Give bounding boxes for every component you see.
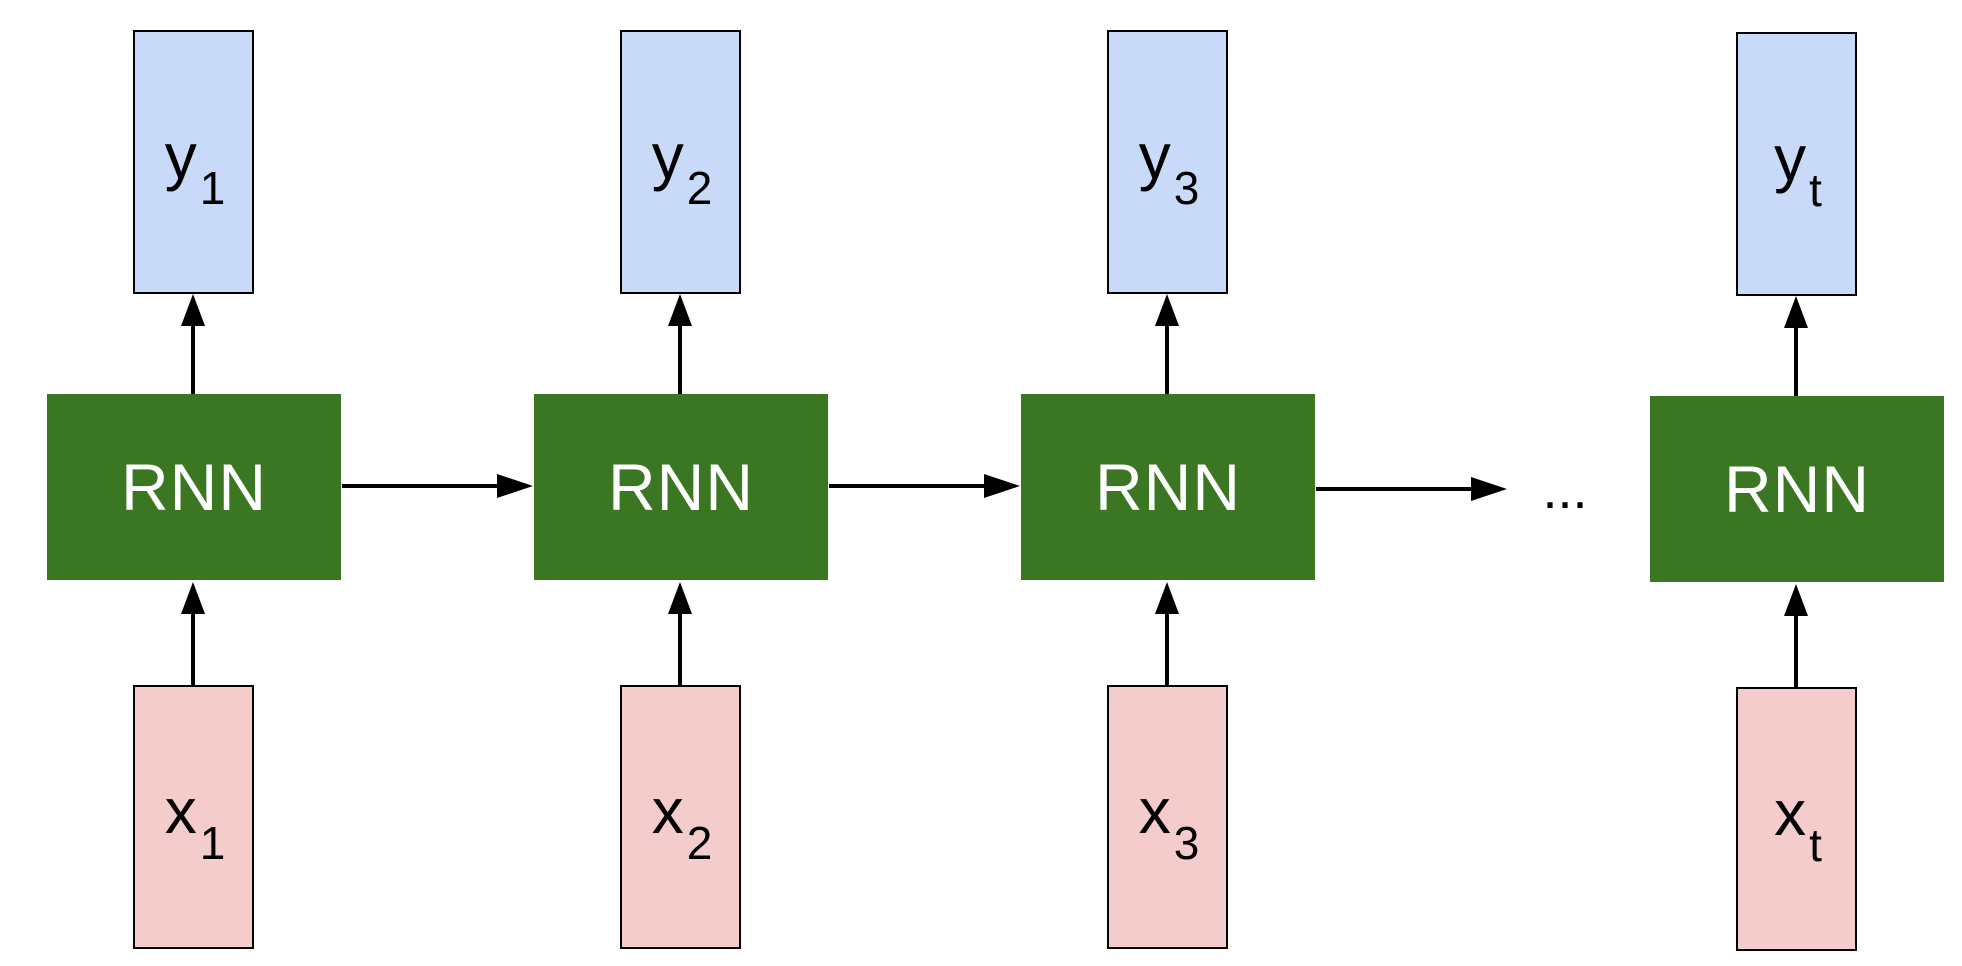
input-subscript: 3 bbox=[1173, 817, 1200, 869]
rnn-label: RNN bbox=[121, 450, 267, 524]
output-subscript: t bbox=[1809, 164, 1822, 216]
arrow-rnn1-to-rnn2 bbox=[342, 474, 533, 498]
input-subscript: 1 bbox=[199, 817, 226, 869]
rnn-label: RNN bbox=[1724, 452, 1870, 526]
input-box-x1: x1 bbox=[133, 685, 254, 949]
input-var: x bbox=[1138, 775, 1171, 847]
input-var: x bbox=[1774, 777, 1807, 849]
input-subscript: t bbox=[1809, 819, 1822, 871]
ellipsis: ... bbox=[1542, 460, 1588, 520]
input-label-x3: x3 bbox=[1139, 779, 1200, 866]
arrow-rnnt-to-yt bbox=[1784, 296, 1808, 396]
rnn-label: RNN bbox=[1095, 450, 1241, 524]
output-subscript: 2 bbox=[686, 162, 713, 214]
output-var: y bbox=[651, 120, 684, 192]
arrow-rnn3-to-ellipsis bbox=[1316, 477, 1507, 501]
input-box-xt: xt bbox=[1736, 687, 1857, 951]
input-label-x2: x2 bbox=[652, 779, 713, 866]
output-var: y bbox=[1774, 122, 1807, 194]
output-label-y3: y3 bbox=[1139, 124, 1200, 211]
arrow-rnn3-to-y3 bbox=[1155, 294, 1179, 394]
rnn-cell-1: RNN bbox=[47, 394, 341, 580]
output-box-y3: y3 bbox=[1107, 30, 1228, 294]
output-box-y2: y2 bbox=[620, 30, 741, 294]
rnn-cell-t: RNN bbox=[1650, 396, 1944, 582]
input-box-x3: x3 bbox=[1107, 685, 1228, 949]
rnn-label: RNN bbox=[608, 450, 754, 524]
arrow-rnn1-to-y1 bbox=[181, 294, 205, 394]
output-label-yt: yt bbox=[1774, 126, 1822, 213]
arrow-x2-to-rnn2 bbox=[668, 582, 692, 685]
output-label-y1: y1 bbox=[165, 124, 226, 211]
output-subscript: 1 bbox=[199, 162, 226, 214]
input-label-xt: xt bbox=[1774, 781, 1822, 868]
arrow-x1-to-rnn1 bbox=[181, 582, 205, 685]
arrow-xt-to-rnnt bbox=[1784, 584, 1808, 687]
rnn-cell-3: RNN bbox=[1021, 394, 1315, 580]
output-var: y bbox=[1138, 120, 1171, 192]
output-box-yt: yt bbox=[1736, 32, 1857, 296]
input-var: x bbox=[651, 775, 684, 847]
input-box-x2: x2 bbox=[620, 685, 741, 949]
output-var: y bbox=[164, 120, 197, 192]
output-box-y1: y1 bbox=[133, 30, 254, 294]
arrow-x3-to-rnn3 bbox=[1155, 582, 1179, 685]
output-subscript: 3 bbox=[1173, 162, 1200, 214]
input-label-x1: x1 bbox=[165, 779, 226, 866]
arrow-rnn2-to-rnn3 bbox=[829, 474, 1020, 498]
input-subscript: 2 bbox=[686, 817, 713, 869]
output-label-y2: y2 bbox=[652, 124, 713, 211]
rnn-cell-2: RNN bbox=[534, 394, 828, 580]
arrow-rnn2-to-y2 bbox=[668, 294, 692, 394]
input-var: x bbox=[164, 775, 197, 847]
